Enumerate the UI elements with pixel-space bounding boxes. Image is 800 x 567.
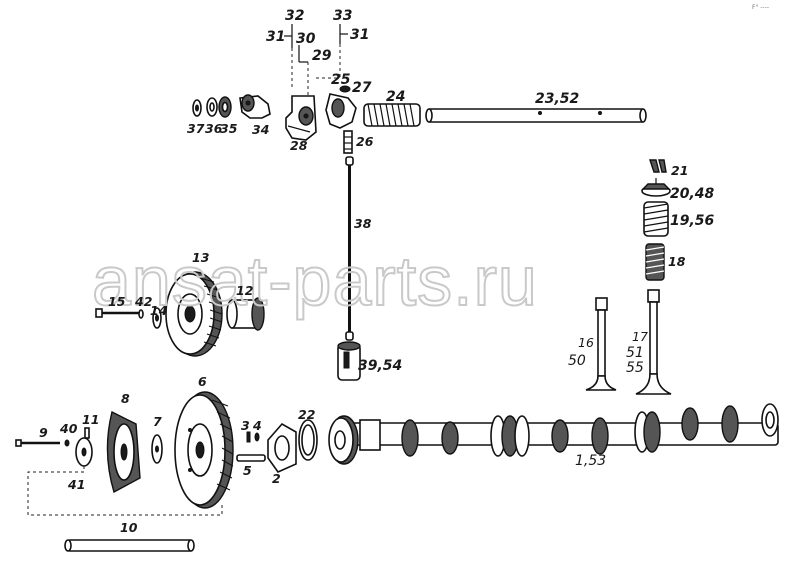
label-12: 12 xyxy=(236,283,253,298)
label-19-56: 19,56 xyxy=(670,213,715,229)
outer-valve-spring-19 xyxy=(643,201,669,237)
camshaft-1 xyxy=(328,403,779,465)
corner-mark: F° ---- xyxy=(752,4,769,11)
thrust-plate-2 xyxy=(267,422,297,473)
label-14: 14 xyxy=(150,303,167,318)
label-35: 35 xyxy=(220,121,238,136)
label-5: 5 xyxy=(243,463,252,478)
label-6: 6 xyxy=(198,374,207,389)
label-32: 32 xyxy=(285,8,304,24)
label-36: 36 xyxy=(205,121,223,136)
key-11 xyxy=(84,427,90,439)
label-16: 16 xyxy=(578,335,594,350)
label-27: 27 xyxy=(352,80,372,96)
label-7: 7 xyxy=(153,414,162,429)
label-33: 33 xyxy=(333,8,352,24)
callout-labels: 32 33 31 30 31 29 25 27 24 23,52 37 36 3… xyxy=(39,8,715,535)
label-39-54: 39,54 xyxy=(358,358,402,374)
adjusting-nut-27 xyxy=(339,85,351,93)
label-22: 22 xyxy=(298,407,315,422)
drive-shaft-10 xyxy=(64,539,195,552)
bolt-15 xyxy=(95,308,140,318)
callout-tree-31-33 xyxy=(284,24,348,96)
label-41: 41 xyxy=(67,477,85,492)
tappet-39 xyxy=(337,341,361,381)
label-21: 21 xyxy=(671,163,688,178)
rocker-arm-34 xyxy=(239,94,271,119)
label-37: 37 xyxy=(187,121,205,136)
label-30: 30 xyxy=(296,31,316,47)
label-15: 15 xyxy=(108,294,126,309)
label-40: 40 xyxy=(59,421,78,436)
rocker-bracket-28 xyxy=(285,95,317,141)
rocker-shaft-spring-24 xyxy=(363,103,421,127)
spacer-ring-22 xyxy=(298,419,318,461)
camshaft-gear-6 xyxy=(174,391,234,509)
adjusting-screw-26 xyxy=(343,130,353,154)
label-42: 42 xyxy=(134,294,152,309)
rocker-arm-right xyxy=(325,93,357,129)
label-8: 8 xyxy=(121,391,130,406)
label-3: 3 xyxy=(241,418,250,433)
label-1-53: 1,53 xyxy=(575,453,606,469)
label-10: 10 xyxy=(120,520,138,535)
washer-36 xyxy=(206,97,218,117)
spring-washer-35 xyxy=(218,96,232,118)
exhaust-valve-17 xyxy=(635,289,672,395)
washer-7 xyxy=(151,434,163,464)
watermark: ansat-parts.ru xyxy=(92,242,538,320)
pin-5 xyxy=(236,454,266,462)
label-20-48: 20,48 xyxy=(670,186,715,202)
intake-valve-16 xyxy=(585,297,617,391)
hub-41 xyxy=(75,437,93,467)
washer-4 xyxy=(254,432,260,442)
label-4: 4 xyxy=(252,418,262,433)
label-29: 29 xyxy=(312,48,332,64)
label-50: 50 xyxy=(568,353,586,369)
washer-42 xyxy=(138,309,144,319)
label-38: 38 xyxy=(354,216,372,231)
spring-retainer-20 xyxy=(641,183,671,197)
bolt-9 xyxy=(15,439,60,447)
washer-37 xyxy=(192,99,202,117)
screw-3 xyxy=(246,431,251,443)
bevel-gear-8 xyxy=(106,410,141,494)
label-31-right: 31 xyxy=(350,27,369,43)
callout-bracket-10 xyxy=(27,466,223,516)
label-9: 9 xyxy=(39,425,48,440)
label-13: 13 xyxy=(192,250,209,265)
idler-shaft-12 xyxy=(226,297,265,331)
rocker-shaft-23 xyxy=(425,108,647,123)
label-2: 2 xyxy=(272,471,281,486)
label-23-52: 23,52 xyxy=(535,91,579,107)
label-31-left: 31 xyxy=(266,29,285,45)
label-17: 17 xyxy=(632,329,648,344)
label-34: 34 xyxy=(252,122,269,137)
washer-14 xyxy=(152,307,162,329)
label-51: 51 xyxy=(626,345,644,361)
push-rod-38 xyxy=(345,156,354,341)
label-55: 55 xyxy=(626,360,644,376)
label-24: 24 xyxy=(386,89,405,105)
washer-40 xyxy=(64,439,70,447)
label-26: 26 xyxy=(356,134,374,149)
idler-gear-13 xyxy=(165,271,223,357)
label-18: 18 xyxy=(668,254,686,269)
valve-keys-21 xyxy=(649,159,667,173)
inner-valve-spring-18 xyxy=(645,243,665,281)
label-11: 11 xyxy=(82,412,99,427)
label-28: 28 xyxy=(290,138,308,153)
label-25: 25 xyxy=(331,72,351,88)
